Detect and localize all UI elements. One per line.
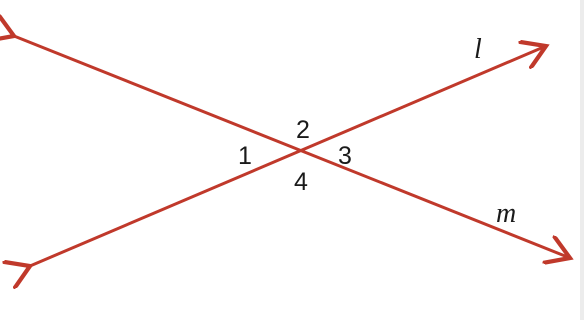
angle-4-label: 4	[294, 168, 308, 196]
angle-2-label: 2	[296, 116, 310, 144]
line-m	[14, 36, 570, 258]
line-m-label: m	[496, 198, 516, 229]
line-l-label: l	[474, 34, 482, 65]
angle-3-label: 3	[338, 142, 352, 170]
angle-1-label: 1	[238, 142, 252, 170]
right-edge-border	[580, 0, 584, 320]
line-l	[30, 46, 546, 266]
